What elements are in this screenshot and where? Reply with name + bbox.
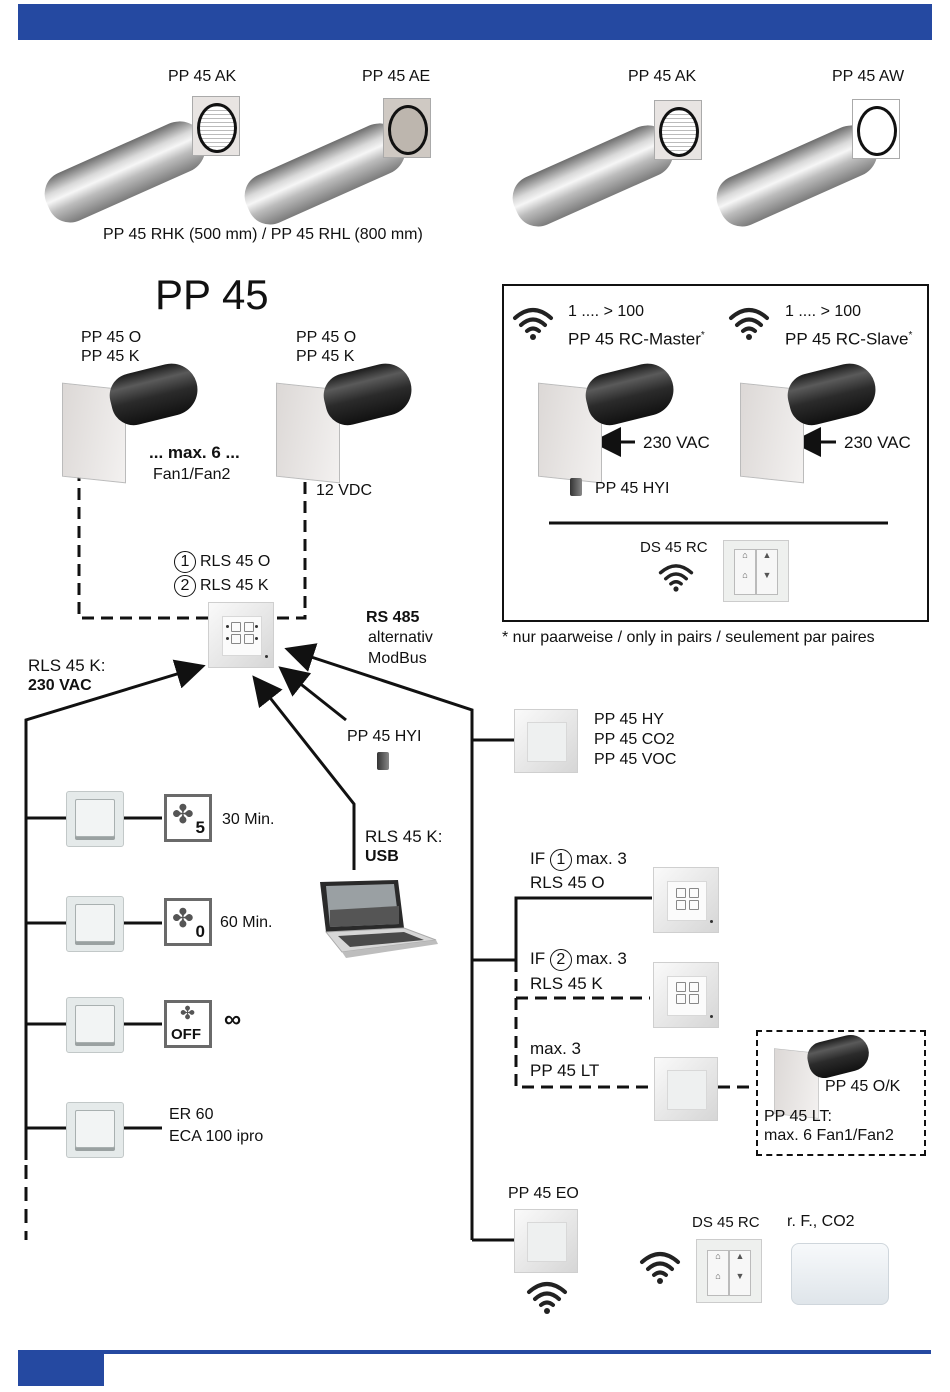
rc-slave-fan-image [740,358,881,484]
fan-off-icon: ✤OFF [164,1000,212,1048]
master-range: 1 .... > 100 [568,303,645,320]
sensor-panel-image [514,709,578,773]
pp45eo-panel-image [514,1209,578,1273]
modbus-label: ModBus [368,650,427,667]
number-circle: 1 [174,551,196,573]
if1-device: RLS 45 O [530,873,605,892]
grille-ak-image [192,96,240,156]
rs485-label: RS 485 [366,609,420,626]
laptop-icon [320,880,438,958]
eo-label: PP 45 EO [508,1185,579,1202]
number-circle: 2 [174,575,196,597]
line-usb [252,675,356,870]
grille-label: PP 45 AW [832,68,905,85]
voltage-12vdc: 12 VDC [316,482,373,499]
hyi-label: PP 45 HYI [347,728,422,745]
header-bar [18,4,932,40]
wifi-icon [527,1282,567,1314]
wifi-icon [640,1252,680,1284]
switch-4-label-2: ECA 100 ipro [169,1128,264,1145]
sensor-label-3: PP 45 VOC [594,751,677,768]
wall-switch-image [66,1102,124,1158]
if2-device: RLS 45 K [530,974,603,993]
rls-usb-label: RLS 45 K: [365,827,443,846]
pp45-title: PP 45 [155,271,269,318]
switch-1-label: 30 Min. [222,811,275,828]
grille-ae-image [383,98,431,158]
infinity-label: ∞ [224,1006,242,1033]
line-hyi [278,666,347,722]
hyi-sensor-icon [570,478,582,496]
rf-co2-label: r. F., CO2 [787,1213,855,1230]
sensor-label-2: PP 45 CO2 [594,731,675,748]
wifi-icon [658,564,694,592]
fan-bus-dashed [77,450,307,620]
hyi-sensor-icon [377,752,389,770]
rc-master-fan-image [538,358,679,484]
switch-4-label-1: ER 60 [169,1106,214,1123]
alternativ-label: alternativ [368,629,433,646]
lt-max: max. 3 [530,1039,582,1058]
grille-label: PP 45 AK [628,68,697,85]
master-voltage: 230 VAC [643,433,710,452]
fan-group-label: Fan1/Fan2 [153,466,231,483]
footer-page-block [18,1354,104,1386]
max-fans-label: ... max. 6 ... [149,443,240,462]
pipes-caption: PP 45 RHK (500 mm) / PP 45 RHL (800 mm) [103,226,423,243]
rls45k-image [653,962,719,1028]
line-rs485 [284,643,474,1240]
grille-ak-image [654,100,702,160]
rc-wireless-box [502,284,929,622]
room-sensor-image [791,1243,889,1305]
lt-box-line-2: max. 6 Fan1/Fan2 [764,1127,894,1144]
pairs-footnote: * nur paarweise / only in pairs / seulem… [502,629,875,646]
fan-right-label-1: PP 45 O [296,329,357,346]
fan-left-label-2: PP 45 K [81,348,140,365]
rls-controller-image [208,602,274,668]
slave-range: 1 .... > 100 [785,303,862,320]
line-230vac [24,659,206,1160]
lt-fan-label: PP 45 O/K [825,1078,901,1095]
slave-voltage: 230 VAC [844,433,911,452]
rls-230-voltage: 230 VAC [28,677,92,694]
sensor-label-1: PP 45 HY [594,711,664,728]
ds45rc-switch-image: ⌂⌂ ▲▼ [723,540,789,602]
wall-switch-image [66,791,124,847]
grille-aw-image [852,99,900,159]
wall-switch-image [66,997,124,1053]
footer-line [18,1350,931,1354]
fan-right-label-2: PP 45 K [296,348,355,365]
switch-2-label: 60 Min. [220,914,273,931]
lt-label: PP 45 LT [530,1061,600,1080]
rls-usb-b: USB [365,848,399,865]
lt-fan-group-box [756,1030,926,1156]
grille-label: PP 45 AE [362,68,431,85]
ds45rc-label: DS 45 RC [640,539,708,556]
fan-stop-icon: ✤0 [164,898,212,946]
wifi-icon [729,308,769,340]
lt-box-line-1: PP 45 LT: [764,1108,832,1125]
rc-hyi-label: PP 45 HYI [595,480,670,497]
rls45o-image [653,867,719,933]
fan-left-label-1: PP 45 O [81,329,142,346]
rls-230-label: RLS 45 K: [28,656,106,675]
ds45rc-switch-image: ⌂⌂ ▲▼ [696,1239,762,1303]
wifi-icon [513,308,553,340]
fan-boost-icon: ✤5 [164,794,212,842]
pp45lt-panel-image [654,1057,718,1121]
wall-switch-image [66,896,124,952]
eo-ds45rc-label: DS 45 RC [692,1214,760,1231]
grille-label: PP 45 AK [168,68,237,85]
slave-label: PP 45 RC-Slave* [785,329,913,349]
fan-unit-image [276,358,417,484]
master-label: PP 45 RC-Master* [568,329,705,349]
